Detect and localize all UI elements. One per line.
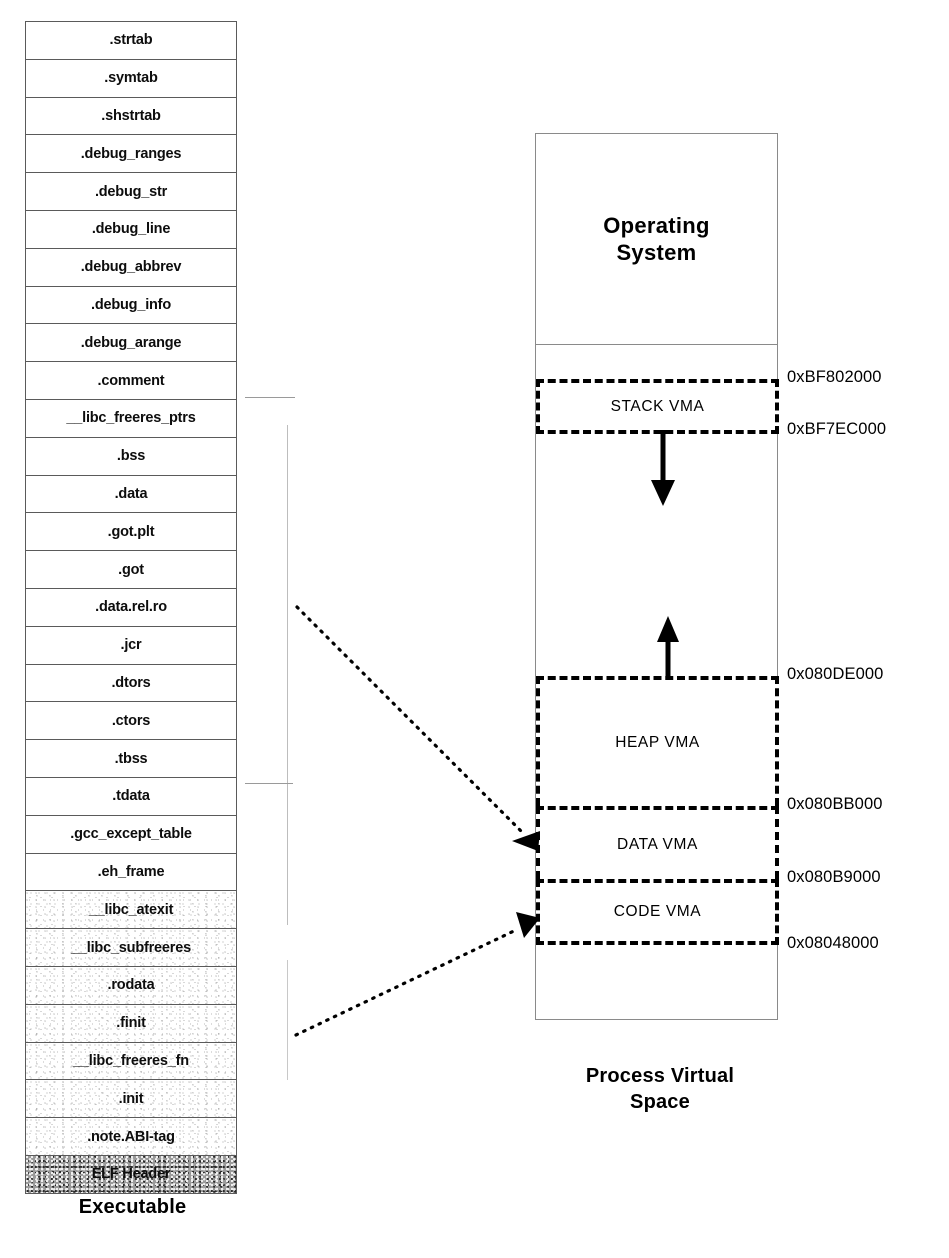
vspace-caption-line2: Space bbox=[630, 1091, 690, 1113]
stack-vma-region: STACK VMA bbox=[536, 379, 779, 434]
elf-section-row: .init bbox=[26, 1080, 236, 1119]
elf-section-row: .debug_ranges bbox=[26, 135, 236, 174]
elf-section-row: .debug_abbrev bbox=[26, 249, 236, 287]
elf-section-label: .dtors bbox=[111, 674, 151, 691]
elf-section-label: .debug_ranges bbox=[80, 145, 182, 162]
elf-section-row: .got.plt bbox=[26, 513, 236, 552]
elf-section-label: __libc_atexit bbox=[88, 901, 174, 918]
os-label-line1: Operating bbox=[603, 212, 710, 238]
elf-section-label: .tbss bbox=[114, 750, 148, 767]
elf-section-label: .got bbox=[118, 561, 144, 578]
stack-vma-label: STACK VMA bbox=[610, 397, 705, 415]
elf-section-label: .note.ABI-tag bbox=[87, 1128, 175, 1145]
connector-data-mapping bbox=[295, 605, 524, 834]
elf-section-row: .data.rel.ro bbox=[26, 589, 236, 627]
elf-section-label: .strtab bbox=[109, 32, 153, 49]
elf-section-row: .debug_line bbox=[26, 211, 236, 249]
elf-section-label: .finit bbox=[116, 1015, 146, 1032]
elf-section-row: .symtab bbox=[26, 60, 236, 98]
address-label: 0x080DE000 bbox=[787, 665, 884, 683]
stack-growth-down-arrow bbox=[651, 430, 675, 506]
elf-section-label: __libc_subfreeres bbox=[71, 939, 191, 956]
elf-section-row: .bss bbox=[26, 438, 236, 476]
scan-artifact-tick bbox=[287, 960, 288, 1080]
elf-section-label: .rodata bbox=[107, 977, 155, 994]
elf-section-label: ELF Header bbox=[91, 1166, 171, 1183]
executable-section-column: .strtab .symtab .shstrtab .debug_ranges … bbox=[25, 21, 237, 1194]
elf-section-label: .gcc_except_table bbox=[70, 826, 192, 843]
elf-section-label: .data.rel.ro bbox=[95, 599, 167, 616]
elf-section-row: .tdata bbox=[26, 778, 236, 816]
elf-section-label: .debug_info bbox=[91, 296, 171, 313]
elf-section-row: .rodata bbox=[26, 966, 236, 1005]
elf-section-row: .debug_arange bbox=[26, 324, 236, 363]
elf-section-label: .debug_abbrev bbox=[80, 259, 182, 276]
elf-section-row: .jcr bbox=[26, 627, 236, 665]
elf-section-row: __libc_atexit bbox=[26, 891, 236, 930]
address-label: 0x080BB000 bbox=[787, 795, 883, 813]
elf-section-row: .tbss bbox=[26, 740, 236, 778]
elf-section-row-elf-header: ELF Header bbox=[26, 1155, 236, 1194]
executable-caption: Executable bbox=[78, 1196, 187, 1218]
vspace-caption-line1: Process Virtual bbox=[585, 1065, 735, 1087]
elf-section-row: .shstrtab bbox=[26, 98, 236, 136]
elf-section-label: .shstrtab bbox=[101, 107, 161, 124]
elf-section-row: .gcc_except_table bbox=[26, 816, 236, 854]
elf-section-label: __libc_freeres_fn bbox=[73, 1052, 189, 1069]
code-vma-region: CODE VMA bbox=[536, 879, 779, 945]
scan-artifact-tick bbox=[287, 425, 288, 925]
address-label: 0x08048000 bbox=[787, 934, 879, 952]
elf-section-row: __libc_freeres_ptrs bbox=[26, 400, 236, 438]
code-vma-label: CODE VMA bbox=[613, 903, 702, 920]
elf-section-row: .comment bbox=[26, 362, 236, 400]
elf-section-label: .tdata bbox=[112, 788, 150, 805]
elf-section-row: .data bbox=[26, 476, 236, 514]
elf-section-label: .bss bbox=[116, 448, 146, 465]
elf-section-row: .eh_frame bbox=[26, 854, 236, 892]
elf-section-label: .symtab bbox=[104, 70, 158, 87]
elf-section-label: .ctors bbox=[111, 712, 151, 729]
elf-section-label: .data bbox=[114, 485, 148, 502]
elf-section-row: .got bbox=[26, 551, 236, 589]
elf-section-row: .strtab bbox=[26, 22, 236, 60]
process-virtual-space-caption: Process Virtual Space bbox=[500, 1063, 820, 1115]
data-vma-label: DATA VMA bbox=[617, 835, 698, 853]
elf-section-row: .ctors bbox=[26, 702, 236, 741]
heap-vma-region: HEAP VMA bbox=[536, 676, 779, 806]
elf-section-label: .debug_line bbox=[91, 221, 171, 238]
process-virtual-space-box: Operating System STACK VMA HEAP VMA DATA… bbox=[535, 133, 779, 1020]
elf-section-row: __libc_freeres_fn bbox=[26, 1042, 236, 1081]
operating-system-label: Operating System bbox=[603, 212, 710, 267]
address-label: 0x080B9000 bbox=[787, 868, 881, 886]
elf-section-label: .jcr bbox=[120, 637, 142, 654]
scan-artifact-tick bbox=[245, 783, 293, 784]
data-vma-region: DATA VMA bbox=[536, 806, 779, 879]
elf-section-row: .finit bbox=[26, 1004, 236, 1043]
heap-growth-up-arrow bbox=[657, 616, 679, 678]
operating-system-region: Operating System bbox=[536, 134, 777, 345]
scan-artifact-tick bbox=[245, 397, 295, 398]
elf-section-row: __libc_subfreeres bbox=[26, 929, 236, 967]
elf-section-label: .comment bbox=[97, 372, 165, 389]
elf-section-label: __libc_freeres_ptrs bbox=[66, 410, 196, 427]
os-label-line2: System bbox=[616, 240, 697, 265]
elf-section-label: .debug_str bbox=[94, 183, 168, 200]
heap-vma-label: HEAP VMA bbox=[615, 734, 700, 751]
address-label: 0xBF802000 bbox=[787, 368, 882, 386]
elf-section-row: .debug_info bbox=[26, 287, 236, 325]
elf-section-label: .init bbox=[118, 1090, 144, 1107]
address-label: 0xBF7EC000 bbox=[787, 420, 887, 438]
connector-code-mapping bbox=[294, 928, 518, 1037]
elf-section-row: .debug_str bbox=[26, 173, 236, 211]
elf-section-label: .eh_frame bbox=[97, 863, 165, 880]
elf-section-row: .dtors bbox=[26, 665, 236, 703]
elf-section-row: .note.ABI-tag bbox=[26, 1118, 236, 1156]
elf-section-label: .got.plt bbox=[107, 523, 155, 540]
elf-section-label: .debug_arange bbox=[80, 334, 182, 351]
